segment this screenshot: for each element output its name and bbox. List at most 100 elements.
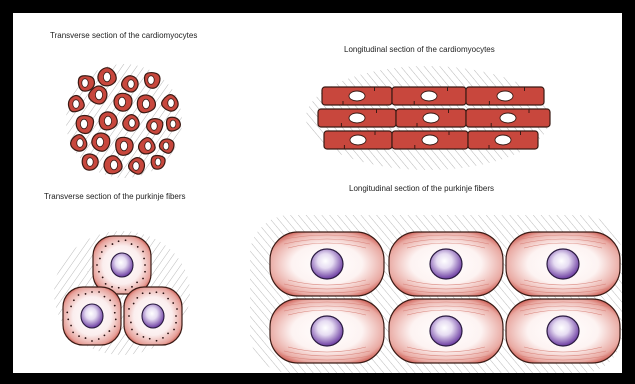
nucleus bbox=[80, 119, 87, 129]
granule bbox=[175, 322, 177, 324]
granule bbox=[118, 287, 120, 289]
nucleus bbox=[110, 160, 117, 170]
granule bbox=[78, 294, 80, 296]
longitudinal-cardiomyocytes-group bbox=[306, 66, 550, 170]
cardiomyocyte-longitudinal-cell bbox=[324, 131, 392, 149]
purkinje-longitudinal-cell bbox=[270, 232, 384, 296]
caption-longitudinal-cardiomyocytes: Longitudinal section of the cardiomyocyt… bbox=[344, 45, 495, 54]
granule bbox=[133, 303, 135, 305]
granule bbox=[108, 330, 110, 332]
granule bbox=[99, 258, 101, 260]
nucleus bbox=[350, 135, 366, 145]
cardiomyocyte-cross-section bbox=[137, 95, 155, 113]
cardiomyocyte-cross-section bbox=[76, 115, 93, 133]
granule bbox=[66, 312, 68, 314]
cardiomyocyte-longitudinal-cell bbox=[396, 109, 466, 127]
cardiomyocyte-cross-section bbox=[167, 117, 181, 131]
granule bbox=[72, 331, 74, 333]
granule bbox=[125, 239, 127, 241]
granule bbox=[136, 281, 138, 283]
granule bbox=[149, 292, 151, 294]
nucleus bbox=[133, 162, 139, 171]
nucleus bbox=[422, 135, 438, 145]
cardiomyocyte-longitudinal-cell bbox=[468, 131, 538, 149]
nucleus bbox=[81, 304, 103, 328]
cardiomyocyte-cross-section bbox=[145, 73, 160, 89]
granule bbox=[142, 292, 144, 294]
purkinje-longitudinal-cell bbox=[270, 299, 384, 363]
caption-transverse-purkinje: Transverse section of the purkinje fiber… bbox=[44, 192, 186, 201]
granule bbox=[98, 271, 100, 273]
cardiomyocyte-longitudinal-cell bbox=[322, 87, 392, 105]
cardiomyocyte-longitudinal-cell bbox=[318, 109, 396, 127]
granule bbox=[101, 251, 103, 253]
granule bbox=[173, 329, 175, 331]
nucleus bbox=[120, 141, 127, 151]
granule bbox=[128, 315, 130, 317]
granule bbox=[105, 245, 107, 247]
granule bbox=[131, 286, 133, 288]
cardiomyocyte-cross-section bbox=[114, 93, 132, 111]
nucleus bbox=[349, 113, 365, 123]
granule bbox=[128, 308, 130, 310]
nucleus bbox=[497, 91, 513, 101]
nucleus bbox=[118, 97, 125, 107]
granule bbox=[70, 306, 72, 308]
granule bbox=[118, 240, 120, 242]
granule bbox=[137, 246, 139, 248]
nucleus bbox=[96, 137, 103, 147]
granule bbox=[102, 277, 104, 279]
granule bbox=[167, 332, 169, 334]
granule bbox=[149, 338, 151, 340]
cardiomyocyte-cross-section bbox=[82, 154, 98, 170]
cardiomyocyte-longitudinal-cell bbox=[466, 109, 550, 127]
granule bbox=[104, 334, 106, 336]
cardiomyocyte-longitudinal-cell bbox=[392, 131, 468, 149]
granule bbox=[104, 296, 106, 298]
cardiomyocyte-cross-section bbox=[151, 156, 165, 170]
nucleus bbox=[155, 158, 161, 166]
granule bbox=[85, 293, 87, 295]
nucleus bbox=[421, 91, 437, 101]
granule bbox=[98, 291, 100, 293]
cardiomyocyte-cross-section bbox=[99, 112, 117, 130]
nucleus bbox=[82, 79, 88, 88]
nucleus bbox=[311, 316, 343, 346]
purkinje-cross-section bbox=[124, 287, 182, 345]
cardiomyocyte-cross-section bbox=[122, 76, 138, 92]
nucleus bbox=[77, 139, 83, 148]
cardiomyocyte-longitudinal-cell bbox=[392, 87, 466, 105]
granule bbox=[162, 337, 164, 339]
nucleus bbox=[129, 119, 135, 128]
granule bbox=[175, 315, 177, 317]
nucleus bbox=[148, 76, 154, 85]
granule bbox=[115, 319, 117, 321]
longitudinal-purkinje-group bbox=[250, 215, 622, 373]
granule bbox=[142, 251, 144, 253]
cardiomyocyte-longitudinal-cells bbox=[318, 87, 550, 149]
nucleus bbox=[151, 122, 157, 131]
nucleus bbox=[104, 116, 111, 126]
granule bbox=[144, 271, 146, 273]
purkinje-longitudinal-cell bbox=[506, 299, 620, 363]
caption-transverse-cardiomyocytes: Transverse section of the cardiomyocytes bbox=[50, 31, 197, 40]
granule bbox=[78, 335, 80, 337]
nucleus bbox=[430, 316, 462, 346]
granule bbox=[131, 329, 133, 331]
cardiomyocyte-cross-section bbox=[92, 133, 110, 151]
nucleus bbox=[111, 253, 133, 277]
granule bbox=[136, 297, 138, 299]
granule bbox=[156, 291, 158, 293]
nucleus bbox=[349, 91, 365, 101]
granule bbox=[85, 337, 87, 339]
granule bbox=[136, 333, 138, 335]
granule bbox=[142, 278, 144, 280]
granule bbox=[131, 243, 133, 245]
nucleus bbox=[142, 99, 149, 109]
cardiomyocyte-longitudinal-cell bbox=[466, 87, 544, 105]
purkinje-cross-section bbox=[63, 287, 121, 345]
nucleus bbox=[103, 72, 110, 82]
granule bbox=[109, 299, 111, 301]
granule bbox=[98, 338, 100, 340]
